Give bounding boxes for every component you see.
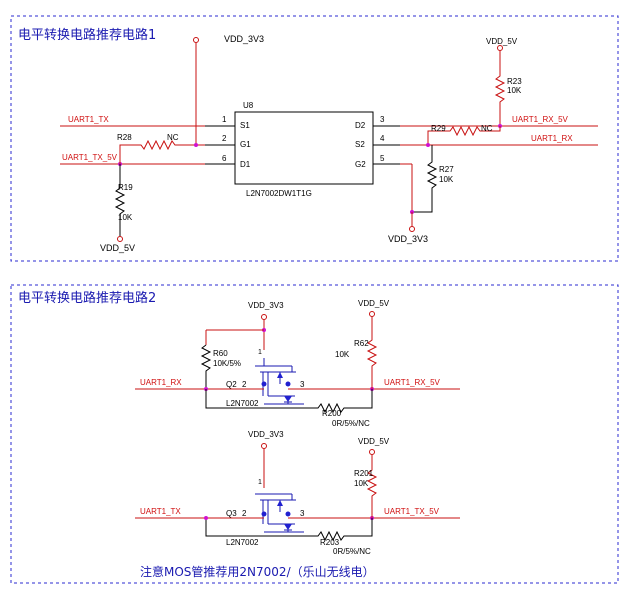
- u8-pin6-num: 6: [222, 154, 227, 163]
- circuit1: U8 L2N7002DW1T1G S1 G1 D1 D2 S2 G2 1 2 6…: [60, 34, 598, 253]
- circuit1-frame: [10, 15, 619, 262]
- u8-pin4-num: 4: [380, 134, 385, 143]
- u8-pin1-num: 1: [222, 115, 227, 124]
- r23-val: 10K: [507, 86, 522, 95]
- net-uart1-rx-5v: UART1_RX_5V: [512, 115, 569, 124]
- vdd5v-bottom-label: VDD_5V: [100, 243, 135, 253]
- u8-pin-s1: S1: [240, 121, 250, 130]
- u8-pin2-num: 2: [222, 134, 227, 143]
- r28-val: NC: [167, 133, 179, 142]
- r27-resistor: [412, 145, 438, 213]
- r203-resistor: [205, 518, 373, 542]
- r200-val: 0R/5%/NC: [332, 419, 370, 428]
- r62-ref: R62: [354, 339, 369, 348]
- r19-ref: R19: [118, 183, 133, 192]
- r28-resistor: [119, 139, 185, 158]
- u8-pin-g1: G1: [240, 140, 251, 149]
- r29-val: NC: [481, 124, 493, 133]
- c2top-net-left: UART1_RX: [140, 378, 182, 387]
- u8-chip-body: [234, 111, 374, 185]
- net-uart1-tx-5v: UART1_TX_5V: [62, 153, 118, 162]
- net-uart1-tx: UART1_TX: [68, 115, 109, 124]
- q3-gate-pin: 1: [258, 479, 262, 486]
- u8-pin-d2: D2: [355, 121, 366, 130]
- r62-resistor: [366, 317, 378, 389]
- u8-part: L2N7002DW1T1G: [246, 189, 312, 198]
- circuit2-bottom: VDD_3V3 1 Q3 2 3 L2N7002 UART1_TX UART1_…: [135, 430, 460, 556]
- r201-resistor: [366, 455, 378, 518]
- q3-src-pin: 2: [242, 509, 247, 518]
- net-uart1-rx: UART1_RX: [531, 134, 573, 143]
- u8-pin-s2: S2: [355, 140, 365, 149]
- circuit2-title: 电平转换电路推荐电路2: [18, 290, 156, 306]
- q3-drain-pin: 3: [300, 509, 305, 518]
- c2top-vdd3v3-label: VDD_3V3: [248, 301, 284, 310]
- u8-pin-g2: G2: [355, 160, 366, 169]
- r60-resistor: [200, 344, 212, 408]
- c2bot-net-left: UART1_TX: [140, 507, 181, 516]
- circuit2-frame: [10, 284, 619, 584]
- r19-resistor: [114, 164, 126, 236]
- q2-drain-pin: 3: [300, 380, 305, 389]
- circuit1-title: 电平转换电路推荐电路1: [18, 27, 156, 43]
- r27-val: 10K: [439, 175, 454, 184]
- q2-part: L2N7002: [226, 399, 259, 408]
- vdd5v-top-terminal: [497, 45, 503, 51]
- u8-pin3-num: 3: [380, 115, 385, 124]
- r27-ref: R27: [439, 165, 454, 174]
- q3-part: L2N7002: [226, 538, 259, 547]
- vdd3v3-top-label: VDD_3V3: [224, 34, 264, 44]
- u8-pin5-num: 5: [380, 154, 385, 163]
- c2top-vdd3v3-terminal: [261, 314, 267, 320]
- u8-ref: U8: [243, 101, 254, 110]
- q2-ref: Q2: [226, 380, 237, 389]
- r29-ref: R29: [431, 124, 446, 133]
- r23-ref: R23: [507, 77, 522, 86]
- r201-ref: R201: [354, 469, 374, 478]
- c2bot-vdd5v-terminal: [369, 449, 375, 455]
- r200-resistor: [205, 389, 373, 414]
- vdd5v-bottom-terminal: [117, 236, 123, 242]
- circuit2-note: 注意MOS管推荐用2N7002/（乐山无线电）: [140, 564, 375, 579]
- r62-val: 10K: [335, 350, 350, 359]
- c2bot-vdd3v3-terminal: [261, 443, 267, 449]
- q2-mosfet: [255, 358, 304, 405]
- r28-ref: R28: [117, 133, 132, 142]
- r29-resistor: [427, 125, 501, 145]
- r200-ref: R200: [322, 409, 342, 418]
- c2top-vdd5v-terminal: [369, 311, 375, 317]
- c2bot-net-right: UART1_TX_5V: [384, 507, 440, 516]
- r203-ref: R203: [320, 538, 340, 547]
- r60-ref: R60: [213, 349, 228, 358]
- c2top-vdd5v-label: VDD_5V: [358, 299, 390, 308]
- vdd3v3-bottom-terminal: [409, 226, 415, 232]
- q3-ref: Q3: [226, 509, 237, 518]
- circuit2-top: VDD_3V3 1 R60 10K/5% Q2 2: [135, 299, 460, 428]
- vdd3v3-bottom-label: VDD_3V3: [388, 234, 428, 244]
- r19-val: 10K: [118, 213, 133, 222]
- c2top-net-right: UART1_RX_5V: [384, 378, 441, 387]
- q2-gate-pin: 1: [258, 349, 262, 356]
- r60-val: 10K/5%: [213, 359, 241, 368]
- q3-mosfet: [255, 493, 304, 533]
- r23-resistor: [494, 51, 506, 126]
- r203-val: 0R/5%/NC: [333, 547, 371, 556]
- u8-pin-d1: D1: [240, 160, 251, 169]
- vdd3v3-top-terminal: [193, 37, 199, 43]
- r201-val: 10K: [354, 479, 369, 488]
- q2-src-pin: 2: [242, 380, 247, 389]
- c2bot-vdd3v3-label: VDD_3V3: [248, 430, 284, 439]
- vdd5v-top-label: VDD_5V: [486, 37, 518, 46]
- c2bot-vdd5v-label: VDD_5V: [358, 437, 390, 446]
